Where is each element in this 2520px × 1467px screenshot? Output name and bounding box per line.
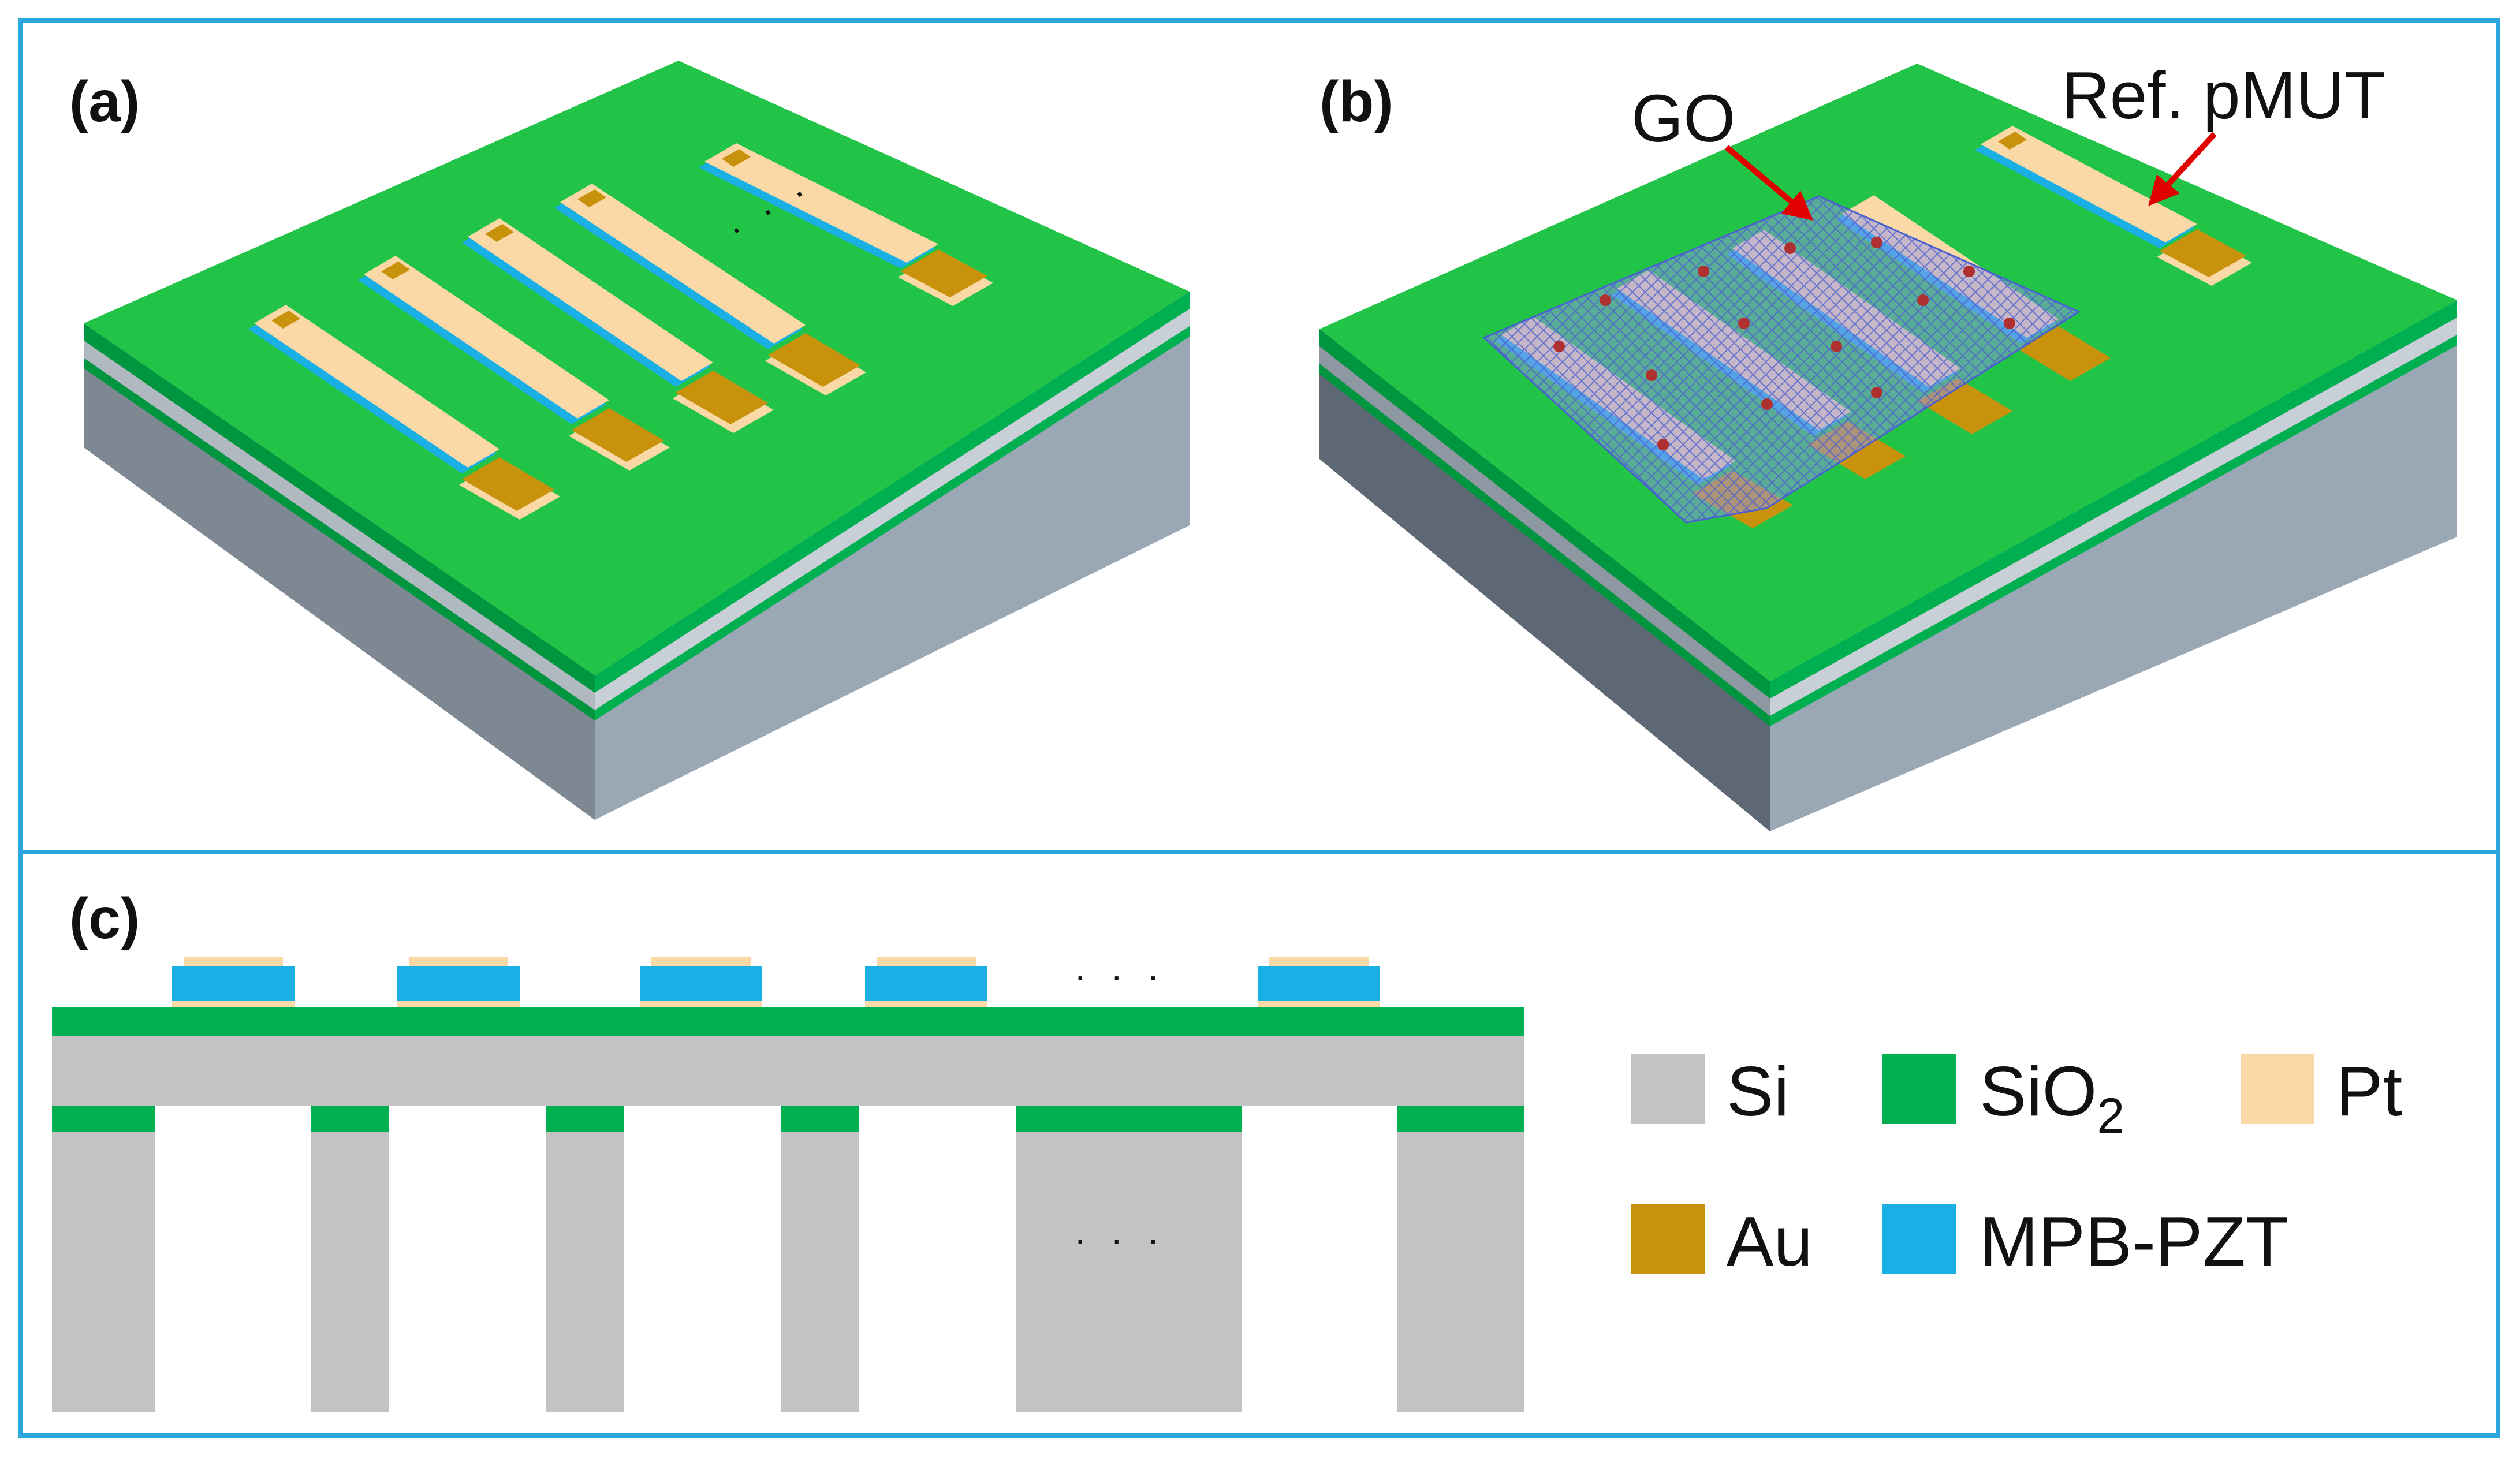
panel-c-label: (c) (69, 886, 140, 951)
panel-b-front-gray-stripe (1770, 318, 2457, 716)
panel-b-front-sio2-stripe-2 (1770, 335, 2457, 726)
panel-c-bottom-ellipsis: · · · (1074, 1218, 1166, 1260)
panel-a-beam-3 (462, 218, 774, 433)
panel-a-beam-4 (554, 184, 866, 395)
si-pillar-4 (781, 1106, 859, 1412)
panel-b-label: (b) (1319, 69, 1393, 134)
legend-sio2-main: SiO (1980, 1052, 2097, 1130)
panel-a-top-face (84, 61, 1190, 675)
legend-sio2-subscript: 2 (2097, 1088, 2124, 1144)
go-arrow (1724, 145, 1813, 221)
panel-a-beam-1 (248, 305, 560, 520)
si-pillar-2 (311, 1106, 389, 1412)
ref-pmut-label: Ref. pMUT (2062, 58, 2385, 133)
legend-sio2-label: SiO2 (1980, 1052, 2124, 1144)
panel-a-side-sio2-stripe (84, 323, 595, 693)
legend-au-label: Au (1727, 1202, 1813, 1281)
si-pillar-5 (1016, 1106, 1242, 1412)
ref-pmut (1975, 126, 2252, 286)
panel-a-side-sio2-stripe-2 (84, 358, 595, 721)
si-pillar-6 (1397, 1106, 1524, 1412)
transducer-5 (1258, 957, 1380, 1007)
legend-mpb-pzt-label: MPB-PZT (1980, 1202, 2288, 1281)
legend-sio2-swatch (1882, 1054, 1956, 1124)
legend-pt-swatch (2241, 1054, 2314, 1124)
legend-si-label: Si (1727, 1052, 1789, 1130)
go-particles (1553, 237, 2015, 450)
legend: Si SiO2 Pt Au MPB-PZT (1631, 1052, 2402, 1281)
panel-a-front-sio2-stripe (595, 292, 1190, 693)
panel-b-side-gray-stripe (1319, 346, 1770, 716)
top-sio2-layer (52, 1007, 1524, 1036)
panel-a-side-gray-stripe (84, 341, 595, 710)
si-pillar-1 (52, 1106, 155, 1412)
panel-b-side-sio2-stripe-2 (1319, 364, 1770, 726)
panel-a-label: (a) (69, 69, 140, 134)
panel-c: · · · · · · (c) S (52, 886, 2402, 1412)
transducer-3 (640, 957, 762, 1007)
legend-mpb-pzt-swatch (1882, 1204, 1956, 1274)
panel-a-front-gray-stripe (595, 309, 1190, 710)
legend-si-swatch (1631, 1054, 1705, 1124)
si-membrane (52, 1036, 1524, 1106)
panel-a-beam-5 (699, 143, 993, 306)
go-label: GO (1631, 81, 1735, 156)
transducer-1 (172, 957, 295, 1007)
si-pillar-3 (546, 1106, 624, 1412)
frame-bottom-panel (18, 850, 2500, 1438)
panel-c-top-ellipsis: · · · (1074, 955, 1166, 996)
panel-a-front-sio2-stripe-2 (595, 326, 1190, 721)
panel-a: · · · (a) (69, 61, 1190, 820)
panel-b-front-sio2-stripe (1770, 300, 2457, 699)
legend-au-swatch (1631, 1204, 1705, 1274)
go-film-mesh (1484, 196, 2079, 522)
panel-b-side-sio2-stripe (1319, 329, 1770, 699)
transducer-2 (397, 957, 520, 1007)
panel-a-beam-2 (358, 256, 670, 471)
ref-pmut-arrow (2148, 132, 2217, 206)
panel-b: GO Ref. pMUT (b) (1319, 58, 2457, 831)
transducer-4 (865, 957, 987, 1007)
legend-pt-label: Pt (2336, 1052, 2402, 1130)
